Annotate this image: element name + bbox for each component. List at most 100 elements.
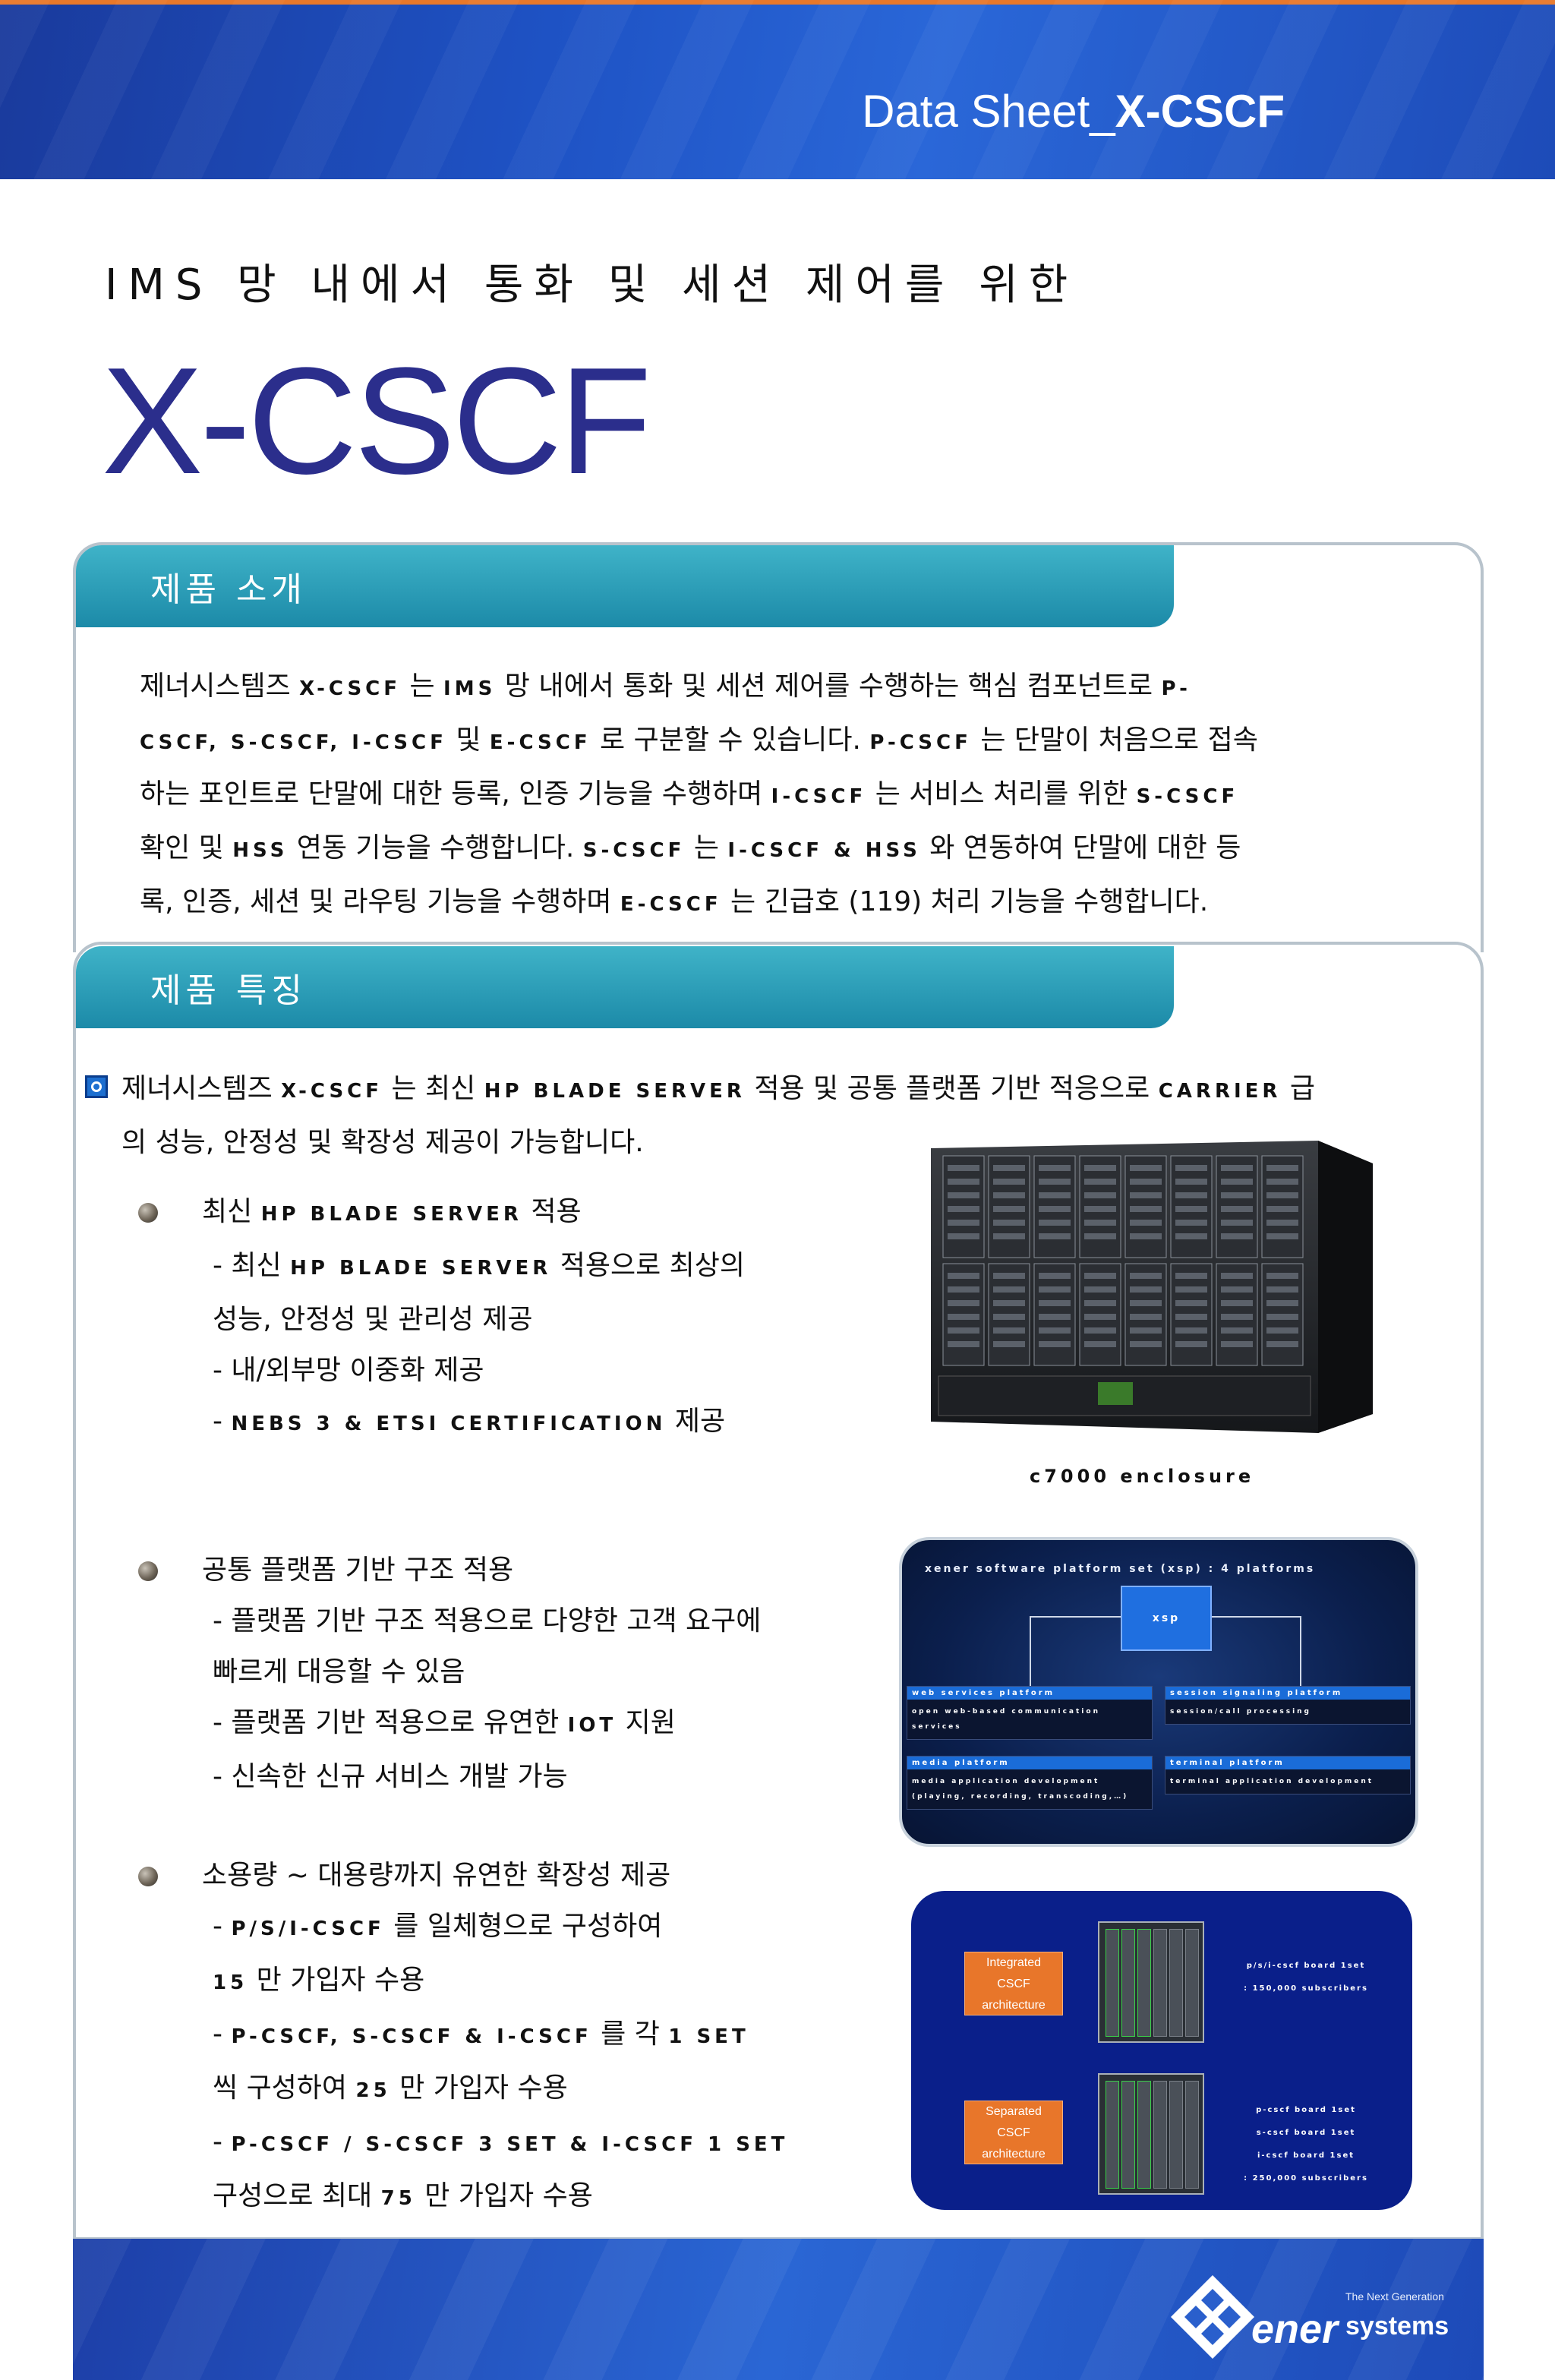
rack-slot [1169, 2081, 1183, 2189]
blade-vent [993, 1314, 1025, 1320]
feature-item: - p-cscf, s-cscf & i-cscf 를 각 1 set [213, 2009, 885, 2063]
xener-logo-icon [1171, 2275, 1254, 2359]
feature-item: - p-cscf / s-cscf 3 set & i-cscf 1 set [213, 2116, 885, 2170]
feature-group-title: 최신 hp blade server 적용 [202, 1186, 885, 1240]
separated-rack-image [1098, 2073, 1204, 2195]
blade-vent [1266, 1192, 1298, 1198]
blade-vent [1266, 1327, 1298, 1334]
term: x-cscf [281, 1080, 383, 1103]
feature-item: - 플랫폼 기반 적용으로 유연한 iot 지원 [213, 1697, 885, 1751]
term: hss [232, 839, 289, 862]
blade-vent [1266, 1273, 1298, 1279]
blade-vent [948, 1327, 979, 1334]
text: 만 가입자 수용 [390, 2072, 568, 2104]
text: 적용으로 최상의 [551, 1250, 746, 1281]
session-signaling-platform-box: session signaling platform session/call … [1165, 1686, 1411, 1725]
term: s-cscf [582, 839, 686, 862]
blade-vent [993, 1341, 1025, 1347]
text: 씩 구성하여 [213, 2072, 356, 2104]
blade-vent [1175, 1286, 1207, 1293]
number: 15 [213, 1971, 248, 1994]
term: i-cscf & hss [727, 839, 921, 862]
c7000-enclosure-image [931, 1141, 1373, 1433]
term: nebs 3 & etsi certification [231, 1413, 667, 1435]
blade-vent [1039, 1314, 1071, 1320]
term: 1 set [668, 2025, 749, 2048]
text: 최신 [202, 1196, 261, 1227]
blade-vent [1175, 1206, 1207, 1212]
term: iot [567, 1714, 617, 1737]
text: 급 [1281, 1073, 1315, 1104]
blade-vent [1130, 1273, 1162, 1279]
rack-slot [1137, 1929, 1151, 2037]
text: 는 최신 [383, 1073, 484, 1104]
blade-vent [1039, 1206, 1071, 1212]
intro-line: 록, 인증, 세션 및 라우팅 기능을 수행하며 e-cscf 는 긴급호 (1… [140, 876, 1400, 930]
text: 로 구분할 수 있습니다. [591, 724, 870, 756]
text: - [213, 1911, 232, 1942]
blade-vent [1221, 1192, 1253, 1198]
feature-item-line: - 플랫폼 기반 적용으로 유연한 iot 지원 [213, 1697, 885, 1751]
blade-vent [1039, 1286, 1071, 1293]
blade-vent [1221, 1286, 1253, 1293]
blade-vent [1266, 1179, 1298, 1185]
text: 록, 인증, 세션 및 라우팅 기능을 수행하며 [140, 886, 620, 917]
xsp-platform-diagram: xener software platform set (xsp) : 4 pl… [899, 1537, 1418, 1847]
blade-vent [948, 1341, 979, 1347]
blade-vent [1175, 1314, 1207, 1320]
blade-vent [1130, 1233, 1162, 1239]
term: p-cscf [869, 731, 972, 754]
feature-item: - 신속한 신규 서비스 개발 가능 [213, 1751, 885, 1802]
blade-vent [993, 1273, 1025, 1279]
text: 빠르게 대응할 수 있음 [213, 1656, 465, 1687]
blade-vent [1221, 1220, 1253, 1226]
term: carrier [1158, 1080, 1282, 1103]
term: p- [1161, 677, 1191, 700]
blade-vent [993, 1179, 1025, 1185]
blade-vent [1266, 1233, 1298, 1239]
blade-vent [1039, 1273, 1071, 1279]
blade-vent [1266, 1165, 1298, 1171]
terminal-platform-box: terminal platform terminal application d… [1165, 1756, 1411, 1794]
blade-vent [1039, 1192, 1071, 1198]
blade-vent [1039, 1341, 1071, 1347]
web-services-platform-box: web services platform open web-based com… [907, 1686, 1153, 1740]
blade-vent [1130, 1206, 1162, 1212]
feature-item-line: 구성으로 최대 75 만 가입자 수용 [213, 2170, 885, 2224]
text: - 내/외부망 이중화 제공 [213, 1355, 484, 1386]
blade-vent [1130, 1300, 1162, 1306]
text: 는 [401, 671, 444, 702]
blade-vent [1084, 1179, 1116, 1185]
text: 지원 [617, 1707, 676, 1738]
intro-line: cscf, s-cscf, i-cscf 및 e-cscf 로 구분할 수 있습… [140, 715, 1400, 769]
blade-vent [948, 1314, 979, 1320]
text: 는 긴급호 [721, 886, 849, 917]
blade-vent [1130, 1192, 1162, 1198]
header-banner: Data Sheet_X-CSCF [0, 0, 1555, 179]
blade-vent [1175, 1220, 1207, 1226]
blade-vent [1130, 1327, 1162, 1334]
text: (119) [848, 886, 923, 917]
feature-item-line: 씩 구성하여 25 만 가입자 수용 [213, 2063, 885, 2116]
term: hp blade server [484, 1080, 746, 1103]
rack-slot [1106, 1929, 1119, 2037]
lead-line: 제너시스템즈 x-cscf 는 최신 hp blade server 적용 및 … [121, 1063, 1382, 1117]
blade-vent [1130, 1165, 1162, 1171]
blade-vent [1039, 1327, 1071, 1334]
features-lead-line2: 의 성능, 안정성 및 확장성 제공이 가능합니다. [121, 1127, 644, 1158]
term: p-cscf / s-cscf 3 set & i-cscf 1 set [231, 2133, 789, 2156]
text: - [213, 1406, 232, 1437]
feature-item-line: - 최신 hp blade server 적용으로 최상의 [213, 1240, 885, 1294]
blade-vent [993, 1286, 1025, 1293]
feature-item: - 내/외부망 이중화 제공 [213, 1345, 885, 1396]
term: p-cscf, s-cscf & i-cscf [231, 2025, 592, 2048]
blade-vent [948, 1300, 979, 1306]
text: - 플랫폼 기반 구조 적용으로 다양한 고객 요구에 [213, 1605, 762, 1637]
feature-item-line: 15 만 가입자 수용 [213, 1955, 885, 2009]
features-lead: 제너시스템즈 x-cscf 는 최신 hp blade server 적용 및 … [121, 1063, 1382, 1168]
text: 하는 포인트로 단말에 대한 등록, 인증 기능을 수행하며 [140, 778, 771, 810]
blade-vent [1266, 1341, 1298, 1347]
term: i-cscf [771, 785, 867, 808]
footer-banner: ener The Next Generation systems [73, 2239, 1484, 2380]
blade-vent [993, 1220, 1025, 1226]
